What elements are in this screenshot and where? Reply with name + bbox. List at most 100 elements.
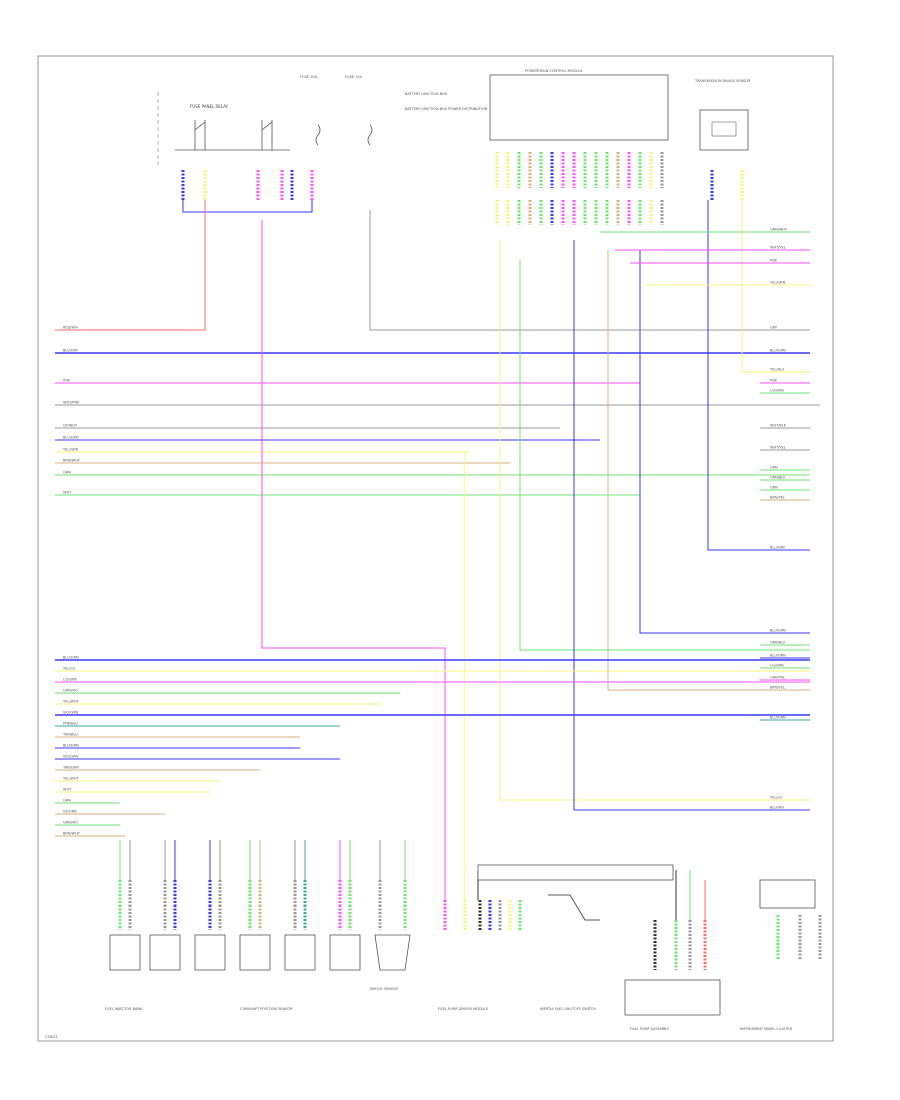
right-wire-label-7: YEL/BLU xyxy=(770,368,785,372)
left-wire-label-6: BLU/GRN xyxy=(63,436,79,440)
left-wire-label-4: WHT/PNK xyxy=(63,401,80,405)
left-bottom-wire-label-11: TAN/GRN xyxy=(62,766,79,770)
knock-sensor-label: KNOCK SENSOR xyxy=(370,987,399,991)
note-block-label: BATTERY JUNCTION BOX POWER DISTRIBUTION xyxy=(405,107,488,111)
right-wire-label-14: GRN xyxy=(770,486,778,490)
transmission-range-sensor: TRANSMISSION RANGE SENSOR xyxy=(694,79,751,151)
wire-center-pink xyxy=(261,220,446,900)
wire-yellow-right xyxy=(741,200,810,373)
wire-blue-right xyxy=(707,200,810,551)
right-wire-label-12: GRN xyxy=(770,466,778,470)
relay-bus-wire xyxy=(182,200,313,213)
cluster-label: INSTRUMENT PANEL CLUSTER xyxy=(740,1027,793,1031)
right-wire-label-19: BLU/GRN xyxy=(770,654,786,658)
injector-2 xyxy=(149,934,181,971)
bottom-components: KNOCK SENSOR FUEL INJECTOR BANK CAMSHAFT… xyxy=(105,864,816,1031)
fuel-pump-assembly-label: FUEL PUMP ASSEMBLY xyxy=(630,1027,670,1031)
left-bottom-wire-label-13: WHT xyxy=(63,788,72,792)
right-wire-label-2: WHT/YEL xyxy=(770,246,786,250)
left-bottom-wire-label-6: VIO/GRN xyxy=(63,711,79,715)
fuse-relay-block: FUSE PANEL RELAY xyxy=(157,92,290,165)
left-bottom-wire-label-8: TAN/BLU xyxy=(62,733,78,737)
page-ref: C1DG3 xyxy=(45,1035,57,1039)
left-bottom-wire-label-5: YEL/WHT xyxy=(63,700,80,704)
right-wire-label-8: PNK xyxy=(770,379,778,383)
wire-gray-trunk xyxy=(369,210,810,331)
left-bottom-wire-label-4: GRN/VIO xyxy=(63,689,78,693)
pcm-label: POWERTRAIN CONTROL MODULE xyxy=(525,69,583,73)
right-wire-label-20: LG/GRN xyxy=(770,664,784,668)
fuse-b-label: FUSE 15A xyxy=(345,75,363,79)
left-bottom-wire-label-1: BLU/GRN xyxy=(63,656,79,660)
wire-green-long xyxy=(519,260,810,651)
left-bottom-wire-label-3: LG/GRN xyxy=(63,678,77,682)
diagram-frame xyxy=(37,55,834,1042)
center-sensors-group-label: CAMSHAFT POSITION SENSOR xyxy=(240,1007,293,1011)
battery-junction-label: BATTERY JUNCTION BOX xyxy=(405,92,448,96)
injector-6 xyxy=(329,934,361,971)
left-bottom-wire-label-16: GRN/VIO xyxy=(63,821,78,825)
left-wire-label-10: WHT xyxy=(63,491,72,495)
left-wire-label-5: GY/WHT xyxy=(63,424,78,428)
fuel-pump-driver-bracket xyxy=(477,864,674,881)
right-wire-label-10: WHT/BLK xyxy=(770,424,787,428)
right-wire-label-9: LG/GRN xyxy=(770,389,784,393)
pcm-module: POWERTRAIN CONTROL MODULE xyxy=(489,69,669,141)
left-bottom-wire-label-15: GY/ORN xyxy=(63,810,77,814)
fuse-labels: FUSE 10A FUSE 15A BATTERY JUNCTION BOX B… xyxy=(300,75,488,146)
right-wire-label-25: BLU/WH xyxy=(770,806,784,810)
right-wire-label-1: GRN/WHT xyxy=(770,228,788,232)
wire-harness xyxy=(55,200,820,921)
injector-3 xyxy=(194,934,226,971)
injector-5 xyxy=(284,934,316,971)
pcm-box xyxy=(489,74,669,141)
left-wire-label-7: YEL/GRN xyxy=(63,448,79,452)
injector-1 xyxy=(109,934,141,971)
injector-4 xyxy=(239,934,271,971)
left-wire-label-9: GRN xyxy=(63,471,71,475)
right-wire-label-11: WHT/YEL xyxy=(770,446,786,450)
left-wire-label-8: BRN/WHT xyxy=(63,459,81,463)
left-wire-label-1: RED/WH xyxy=(63,326,78,330)
right-wire-label-13: GRN/BLK xyxy=(770,476,786,480)
left-bottom-wire-label-14: GRN xyxy=(63,799,71,803)
knock-sensor-shape xyxy=(374,934,411,971)
right-wire-label-15: BRN/YEL xyxy=(770,496,785,500)
wire-labels: RED/WH BLU/GRY PNK WHT/PNK GY/WHT BLU/GRN YEL/… xyxy=(62,228,788,836)
fuel-pump-module-label: FUEL PUMP DRIVER MODULE xyxy=(438,1007,488,1011)
left-bottom-wire-label-12: YEL/WHT xyxy=(63,777,80,781)
connector-pins xyxy=(118,152,822,970)
right-wire-label-6: BLU/GRN xyxy=(770,349,786,353)
left-bottom-wire-label-7: PNK/BLU xyxy=(63,722,78,726)
wire-red-feed xyxy=(60,200,206,331)
fuse-a-label: FUSE 10A xyxy=(300,75,318,79)
right-wire-label-17: BLU/GRN xyxy=(770,629,786,633)
fuse-relay-label: FUSE PANEL RELAY xyxy=(190,104,229,109)
left-bottom-wire-label-17: BRN/WHT xyxy=(63,832,81,836)
right-wire-label-3: PNK xyxy=(770,259,778,263)
right-wire-label-21: GRN/YEL xyxy=(770,676,785,680)
wire-blue-long xyxy=(573,240,810,811)
fuel-pump-assembly-box xyxy=(624,979,721,1016)
left-bottom-wire-label-10: VIO/GRN xyxy=(63,755,79,759)
right-wire-label-16: BLU/GRY xyxy=(770,546,786,550)
right-wire-label-4: YEL/GRN xyxy=(770,281,786,285)
wire-yellow-long xyxy=(499,240,810,801)
right-wire-label-23: BLU/GRN xyxy=(770,716,786,720)
left-bottom-wire-label-2: YEL/LG xyxy=(63,667,75,671)
tr-sensor-label: TRANSMISSION RANGE SENSOR xyxy=(694,79,751,83)
left-wire-label-3: PNK xyxy=(63,379,71,383)
left-bottom-wire-label-9: BLU/GRN xyxy=(63,744,79,748)
wire-blue-633 xyxy=(639,250,810,634)
right-wire-label-22: BRN/YEL xyxy=(770,686,785,690)
left-wire-label-2: BLU/GRY xyxy=(63,349,79,353)
left-sensors-group-label: FUEL INJECTOR BANK xyxy=(105,1007,143,1011)
right-wire-label-18: GRN/BLK xyxy=(770,641,786,645)
right-wire-label-5: GRY xyxy=(770,326,778,330)
inertia-switch-label: INERTIA FUEL SHUTOFF SWITCH xyxy=(540,1007,596,1011)
cluster-box xyxy=(759,879,816,909)
right-wire-label-24: YEL/LG xyxy=(770,796,782,800)
wire-tan-long xyxy=(607,250,810,691)
inertia-switch-contact xyxy=(548,894,600,921)
